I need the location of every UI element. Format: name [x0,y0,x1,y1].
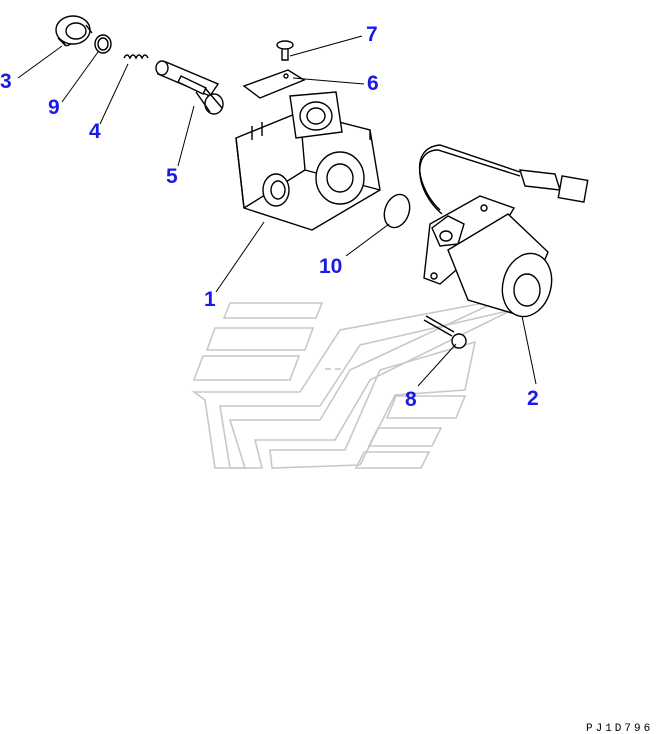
solenoid-part [418,144,589,318]
watermark-logo [191,299,513,469]
callout-2: 2 [527,387,539,410]
o-ring-large [383,193,411,229]
screw-part [276,40,294,61]
callout-3: 3 [0,70,12,93]
leader-lines [17,35,537,387]
callout-7: 7 [366,23,378,46]
valve-body-part [235,91,381,231]
callout-labels: 3 9 4 5 7 6 1 10 2 8 [0,23,539,411]
plate-part [242,69,306,99]
callout-4: 4 [89,120,101,143]
callout-1: 1 [204,288,216,311]
callout-6: 6 [367,72,379,95]
spring-part [123,54,149,60]
spool-part [155,60,224,115]
o-ring-small [94,34,112,54]
callout-10: 10 [319,255,342,278]
callout-9: 9 [48,96,60,119]
callout-5: 5 [166,165,178,188]
callout-8: 8 [405,388,417,411]
plug-part [55,15,93,47]
drawing-code: PJ1D796 [586,723,653,734]
